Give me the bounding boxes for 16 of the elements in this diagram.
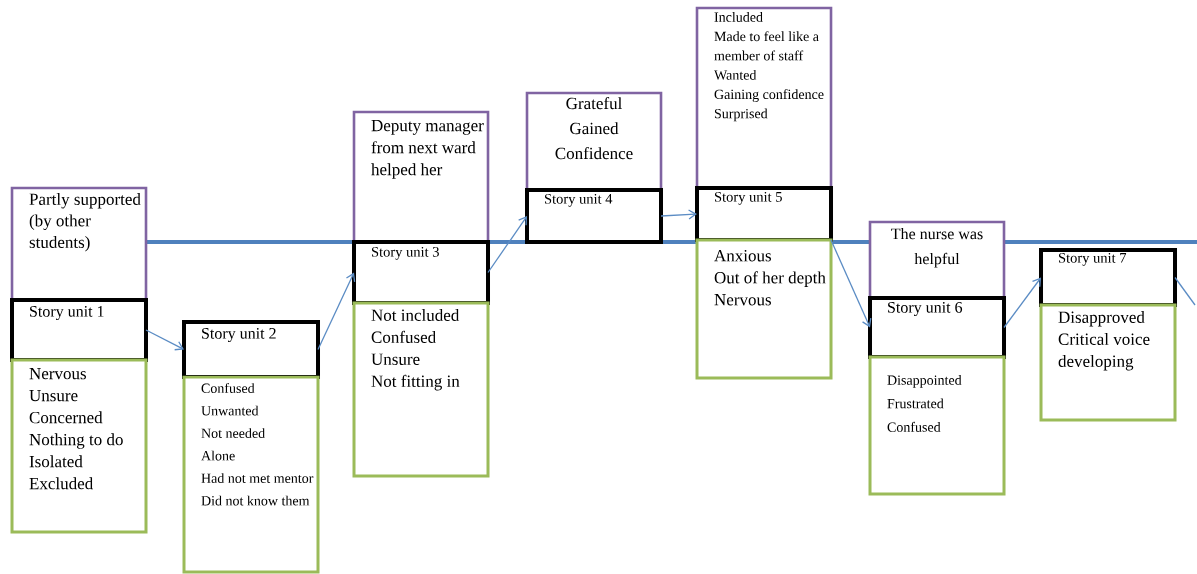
support-box: Partly supported (by other students) xyxy=(10,186,148,302)
story-unit-box: Story unit 1 xyxy=(10,298,148,362)
arrow xyxy=(1003,277,1041,329)
story-unit-box: Story unit 4 xyxy=(525,188,663,244)
arrow xyxy=(487,216,527,274)
story-unit-box: Story unit 6 xyxy=(868,296,1006,359)
support-box: The nurse was helpful xyxy=(868,220,1006,300)
story-unit-box: Story unit 3 xyxy=(352,240,490,305)
arrow xyxy=(660,209,697,220)
story-unit-box: Story unit 5 xyxy=(695,186,833,242)
arrow xyxy=(145,329,184,351)
arrow xyxy=(830,239,872,328)
story-unit-box: Story unit 2 xyxy=(182,320,320,379)
support-box: Grateful Gained Confidence xyxy=(525,91,663,192)
arrow xyxy=(317,272,356,351)
story-unit-box: Story unit 7 xyxy=(1039,248,1177,307)
